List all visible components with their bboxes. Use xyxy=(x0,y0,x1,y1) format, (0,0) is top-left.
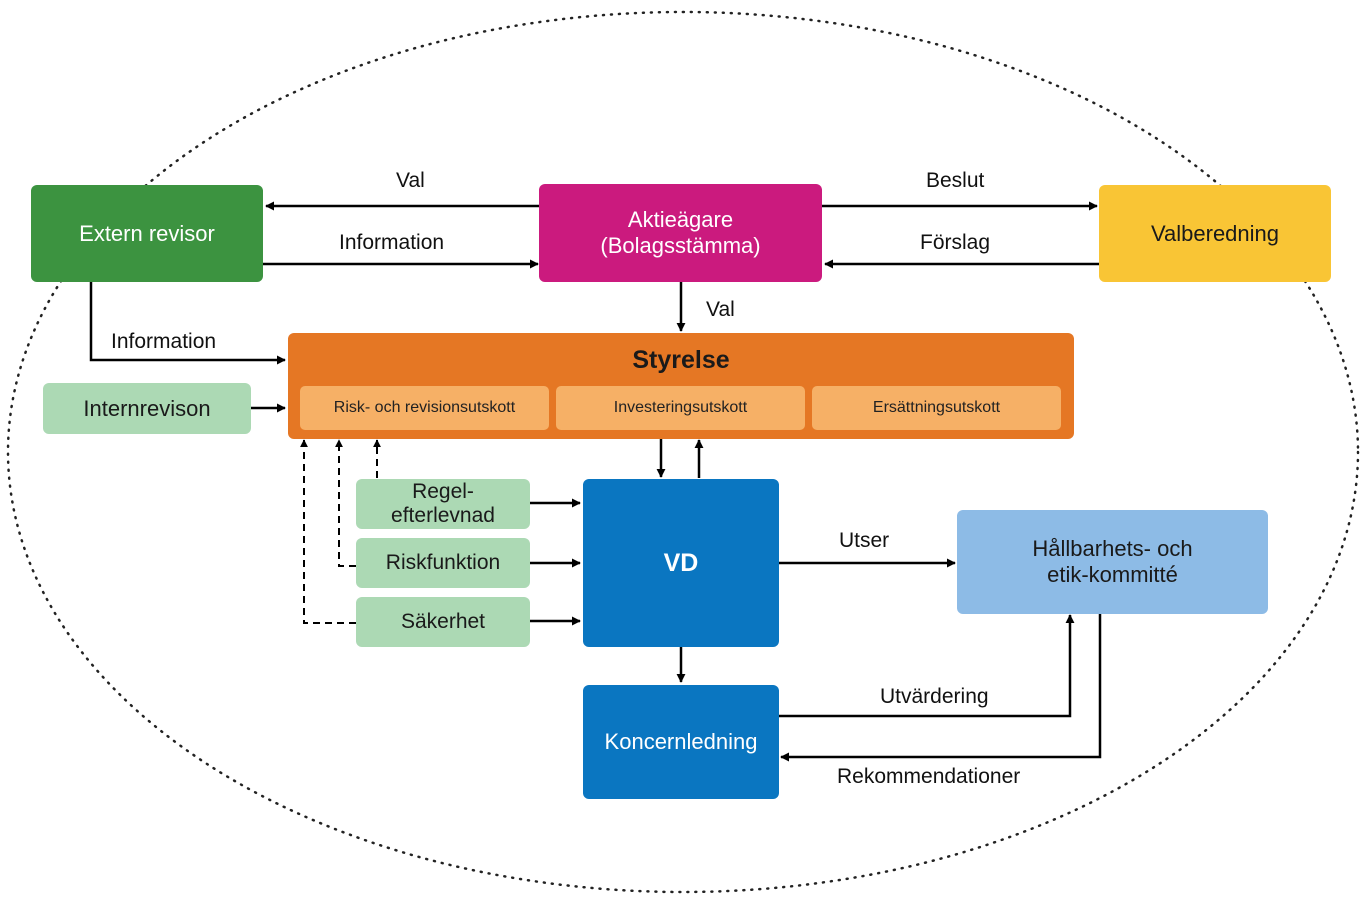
styrelse-box: Styrelse Risk- och revisionsutskott Inve… xyxy=(288,333,1074,439)
internrevison-box: Internrevison xyxy=(43,383,251,434)
styrelse-title: Styrelse xyxy=(632,346,730,374)
riskfunktion-label: Riskfunktion xyxy=(385,551,501,574)
arrow-information-revisor-to-styrelse xyxy=(89,282,286,365)
regel-label: Regel- xyxy=(412,480,474,503)
edge-label-val-styrelse: Val xyxy=(706,298,735,321)
edge-label-beslut: Beslut xyxy=(926,169,985,192)
extern-revisor-label: Extern revisor xyxy=(79,220,215,246)
vd-label: VD xyxy=(663,548,699,577)
regelefterlevnad-box: Regel- efterlevnad xyxy=(356,479,530,529)
etik-kommitte-label: etik-kommitté xyxy=(1047,562,1178,587)
aktieagare-label: Aktieägare xyxy=(627,207,734,232)
extern-revisor-box: Extern revisor xyxy=(31,185,263,282)
dashed-arrow-sakerhet-to-utskott xyxy=(300,439,356,624)
investeringsutskott: Investeringsutskott xyxy=(556,386,805,430)
dashed-arrow-riskfunktion-to-utskott xyxy=(335,439,356,567)
edge-label-information-aktieagare: Information xyxy=(339,231,445,254)
sakerhet-label: Säkerhet xyxy=(400,610,486,633)
edge-label-utser: Utser xyxy=(839,529,890,552)
risk-och-revisionsutskott: Risk- och revisionsutskott xyxy=(300,386,549,430)
internrevison-label: Internrevison xyxy=(83,395,211,421)
koncernledning-label: Koncernledning xyxy=(604,729,758,754)
edge-label-rekommendationer: Rekommendationer xyxy=(837,765,1021,788)
edge-label-information-styrelse: Information xyxy=(111,330,217,353)
efterlevnad-label: efterlevnad xyxy=(391,504,495,527)
vd-box: VD xyxy=(583,479,779,647)
hallbarhet-och-etik-kommitte-box: Hållbarhets- och etik-kommitté xyxy=(957,510,1268,614)
riskfunktion-box: Riskfunktion xyxy=(356,538,530,588)
edge-label-forslag: Förslag xyxy=(920,231,991,254)
edge-label-val-revisor: Val xyxy=(396,169,425,192)
koncernledning-box: Koncernledning xyxy=(583,685,779,799)
ersattningsutskott: Ersättningsutskott xyxy=(812,386,1061,430)
bolagsstamma-label: (Bolagsstämma) xyxy=(600,233,761,258)
valberedning-label: Valberedning xyxy=(1150,220,1280,246)
organization-boundary-ellipse xyxy=(6,10,1360,894)
aktieagare-box: Aktieägare (Bolagsstämma) xyxy=(539,184,822,282)
edge-label-utvardering: Utvärdering xyxy=(880,685,989,708)
arrow-rekommendationer-hallbarhet-to-koncernledning xyxy=(780,614,1102,762)
valberedning-box: Valberedning xyxy=(1099,185,1331,282)
arrow-utvardering-koncernledning-to-hallbarhet xyxy=(778,614,1075,718)
hallbarhet-label: Hållbarhets- och xyxy=(1032,536,1193,561)
sakerhet-box: Säkerhet xyxy=(356,597,530,647)
